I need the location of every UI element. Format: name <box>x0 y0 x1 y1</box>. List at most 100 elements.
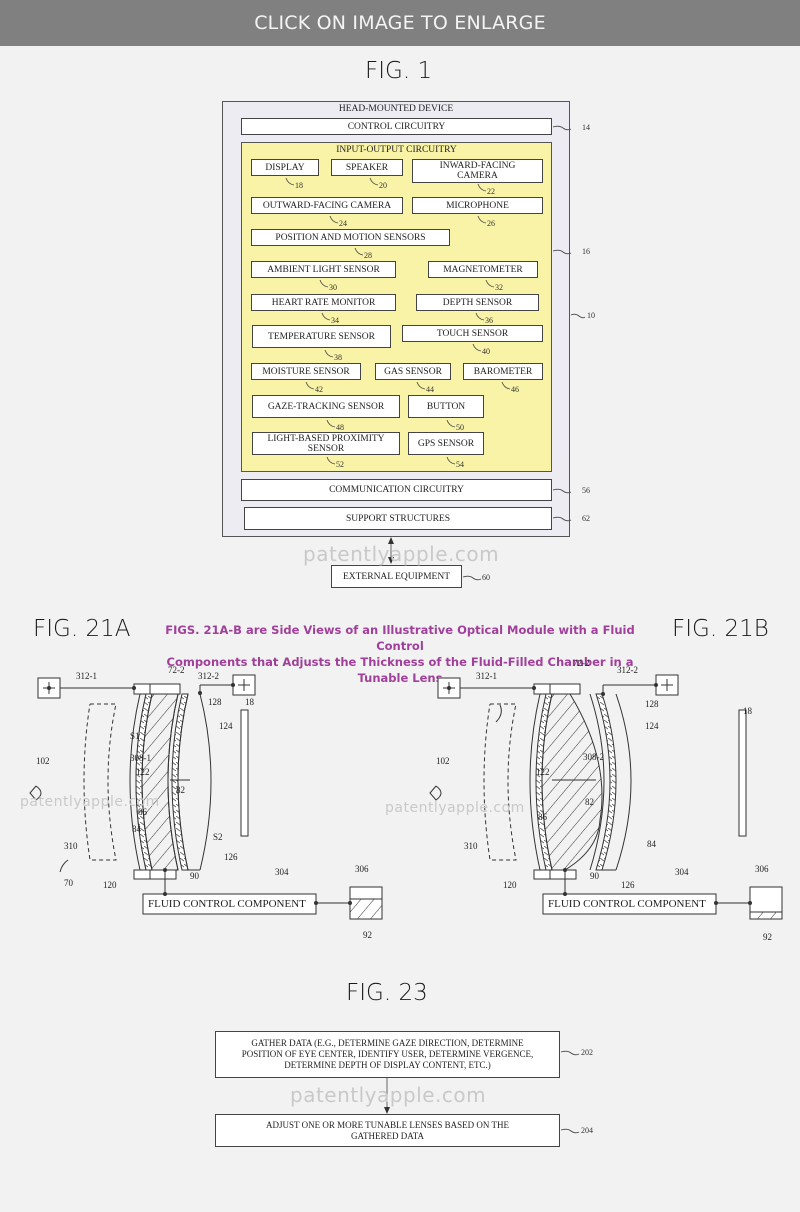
step1-line1: GATHER DATA (E.G., DETERMINE GAZE DIRECT… <box>251 1038 524 1048</box>
watermark-fig21a: patentlyapple.com <box>20 794 160 810</box>
ref-312-2-b: 312-2 <box>617 665 638 675</box>
io-item-magnetometer: MAGNETOMETER <box>428 261 538 278</box>
ref-82: 82 <box>176 785 185 795</box>
caption-line-1: FIGS. 21A-B are Side Views of an Illustr… <box>165 623 635 653</box>
ref-122: 122 <box>136 767 150 777</box>
fig1-title: FIG. 1 <box>365 58 433 84</box>
io-item-microphone: MICROPHONE <box>412 197 543 214</box>
ref-16: 16 <box>582 247 590 256</box>
ref-20: 20 <box>379 181 387 190</box>
ref-92: 92 <box>363 930 372 940</box>
ref-18: 18 <box>295 181 303 190</box>
ref-84: 84 <box>132 824 142 834</box>
io-item-position-motion: POSITION AND MOTION SENSORS <box>251 229 450 246</box>
ref-30: 30 <box>329 283 337 292</box>
ref-s1: S1 <box>130 731 140 741</box>
ref-102-b: 102 <box>436 756 450 766</box>
step2-line2: GATHERED DATA <box>350 1130 425 1141</box>
fig21-caption: FIGS. 21A-B are Side Views of an Illustr… <box>140 622 660 686</box>
ref-84-b: 84 <box>647 839 657 849</box>
io-item-depth-sensor: DEPTH SENSOR <box>416 294 539 311</box>
ref-312-1: 312-1 <box>76 671 97 681</box>
step1-line2: POSITION OF EYE CENTER, IDENTIFY USER, D… <box>241 1049 534 1059</box>
io-item-barometer: BAROMETER <box>463 363 543 380</box>
ref-36: 36 <box>485 316 493 325</box>
io-item-moisture: MOISTURE SENSOR <box>251 363 361 380</box>
device-label: HEAD-MOUNTED DEVICE <box>338 104 454 114</box>
watermark-fig23: patentlyapple.com <box>290 1083 487 1107</box>
ref-18-b: 18 <box>743 706 753 716</box>
fig21a-diagram: 312-1 312-2 72-2 128 124 18 S1 308-1 122… <box>29 665 383 940</box>
io-item-touch: TOUCH SENSOR <box>402 325 543 342</box>
ref-62: 62 <box>582 514 590 523</box>
ref-32: 32 <box>495 283 503 292</box>
ref-124-b: 124 <box>645 721 659 731</box>
io-item-button: BUTTON <box>408 395 484 418</box>
ref-124: 124 <box>219 721 233 731</box>
ref-18-a: 18 <box>245 697 255 707</box>
fig23-connectors <box>384 1050 580 1134</box>
step2-line1: ADJUST ONE OR MORE TUNABLE LENSES BASED … <box>265 1119 509 1130</box>
io-item-speaker: SPEAKER <box>331 159 403 176</box>
io-item-gas: GAS SENSOR <box>375 363 451 380</box>
fig21b-title: FIG. 21B <box>672 616 769 642</box>
ref-128: 128 <box>208 697 222 707</box>
ref-312-2: 312-2 <box>198 671 219 681</box>
fluid-control-label-b: FLUID CONTROL COMPONENT <box>548 898 706 910</box>
ref-44: 44 <box>426 385 434 394</box>
external-equipment-box: EXTERNAL EQUIPMENT <box>331 565 462 588</box>
enlarge-banner[interactable]: CLICK ON IMAGE TO ENLARGE <box>0 0 800 46</box>
ref-70: 70 <box>64 878 74 888</box>
step-gather-data: GATHER DATA (E.G., DETERMINE GAZE DIRECT… <box>215 1031 560 1078</box>
ref-90-b: 90 <box>590 871 600 881</box>
ref-90: 90 <box>190 871 200 881</box>
ref-72-2-b: 72-2 <box>573 660 590 668</box>
ref-312-1-b: 312-1 <box>476 671 497 681</box>
ref-34: 34 <box>331 316 339 325</box>
watermark-fig21b: patentlyapple.com <box>385 800 525 816</box>
support-structures-box: SUPPORT STRUCTURES <box>244 507 552 530</box>
ref-310: 310 <box>64 841 78 851</box>
io-item-outward-camera: OUTWARD-FACING CAMERA <box>251 197 403 214</box>
ref-46: 46 <box>511 385 519 394</box>
ref-26: 26 <box>487 219 495 228</box>
ref-310-b: 310 <box>464 841 478 851</box>
io-item-temperature: TEMPERATURE SENSOR <box>252 325 391 348</box>
caption-line-2: Components that Adjusts the Thickness of… <box>166 655 634 685</box>
ref-28: 28 <box>364 251 372 260</box>
ref-120: 120 <box>103 880 117 890</box>
ref-48: 48 <box>336 423 344 432</box>
ref-50: 50 <box>456 423 464 432</box>
ref-308-2: 308-2 <box>583 752 604 762</box>
ref-304: 304 <box>275 867 289 877</box>
io-item-gps: GPS SENSOR <box>408 432 484 455</box>
ref-304-b: 304 <box>675 867 689 877</box>
ref-120-b: 120 <box>503 880 517 890</box>
fig23-title: FIG. 23 <box>346 980 428 1006</box>
ref-86: 86 <box>138 807 148 817</box>
io-label: INPUT-OUTPUT CIRCUITRY <box>336 145 457 155</box>
fig1-leaders <box>285 125 586 581</box>
io-item-ambient-light: AMBIENT LIGHT SENSOR <box>251 261 396 278</box>
fig21a-title: FIG. 21A <box>33 616 131 642</box>
ref-60: 60 <box>482 573 490 582</box>
io-item-heart-rate: HEART RATE MONITOR <box>251 294 396 311</box>
ref-42: 42 <box>315 385 323 394</box>
ref-56: 56 <box>582 486 590 495</box>
ref-38: 38 <box>334 353 342 362</box>
ref-40: 40 <box>482 347 490 356</box>
ref-86-b: 86 <box>538 812 548 822</box>
step1-line3: DETERMINE DEPTH OF DISPLAY CONTENT, ETC.… <box>284 1060 491 1070</box>
step-adjust-lenses: ADJUST ONE OR MORE TUNABLE LENSES BASED … <box>215 1114 560 1147</box>
io-item-display: DISPLAY <box>251 159 319 176</box>
fluid-control-label-a: FLUID CONTROL COMPONENT <box>148 898 306 910</box>
ref-126-b: 126 <box>621 880 635 890</box>
ref-204: 204 <box>581 1126 593 1135</box>
watermark-fig1: patentlyapple.com <box>303 542 500 566</box>
ref-122-b: 122 <box>536 767 550 777</box>
ref-306: 306 <box>355 864 369 874</box>
ref-82-b: 82 <box>585 797 594 807</box>
ref-128-b: 128 <box>645 699 659 709</box>
ref-14: 14 <box>582 123 590 132</box>
ref-52: 52 <box>336 460 344 469</box>
